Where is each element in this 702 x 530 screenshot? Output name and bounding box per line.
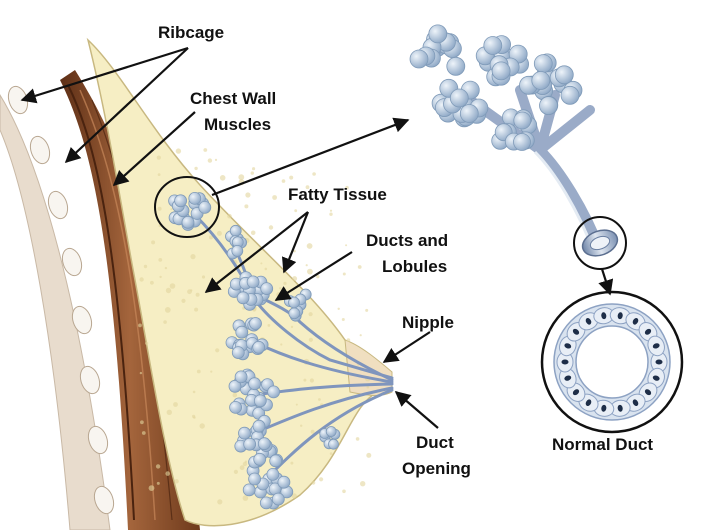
normal-duct-cross-section [542, 292, 682, 432]
label-lobules: Lobules [382, 257, 447, 276]
label-chest-wall: Chest Wall [190, 89, 276, 108]
label-duct: Duct [416, 433, 454, 452]
label-muscles: Muscles [204, 115, 271, 134]
label-opening: Opening [402, 459, 471, 478]
label-ducts-and: Ducts and [366, 231, 448, 250]
label-nipple: Nipple [402, 313, 454, 332]
label-fatty-tissue: Fatty Tissue [288, 185, 387, 204]
magnified-lobule [476, 36, 528, 86]
label-ribcage: Ribcage [158, 23, 224, 42]
label-normal-duct: Normal Duct [552, 435, 653, 454]
magnified-lobule [410, 25, 465, 75]
magnified-lobule [432, 79, 488, 127]
